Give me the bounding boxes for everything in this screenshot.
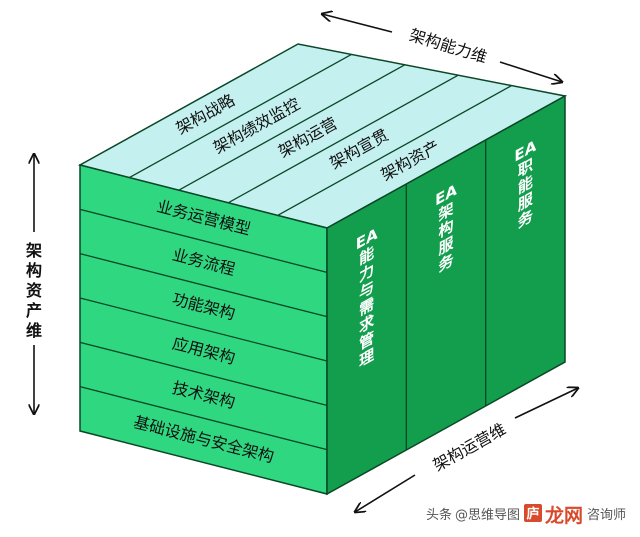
front-divider [79, 297, 328, 362]
watermark: 头条 @思维导图 庐 龙网 咨询师 [426, 504, 626, 527]
front-divider [79, 253, 328, 318]
watermark-brand: 龙网 [545, 504, 583, 527]
watermark-logo-badge [524, 504, 542, 522]
watermark-logo-text: 庐 [526, 506, 539, 522]
capability-arrow-right [499, 61, 562, 82]
side-labels: EA能力与需求管理 EA架构服务 EA职能服务 [356, 136, 537, 373]
front-divider [79, 386, 328, 451]
top-divider [277, 85, 512, 216]
side-dividers [405, 140, 487, 450]
watermark-suffix: 咨询师 [587, 508, 626, 523]
watermark-prefix: 头条 [426, 507, 452, 523]
side-face: EA能力与需求管理 EA架构服务 EA职能服务 [326, 94, 566, 496]
top-dividers [129, 53, 512, 216]
capability-axis-label: 架构能力维 [407, 25, 489, 67]
watermark-handle: @思维导图 [455, 508, 520, 523]
top-divider [129, 53, 352, 179]
front-dividers [79, 208, 328, 451]
side-column-label: EA架构服务 [435, 180, 457, 278]
side-column-label: EA职能服务 [514, 136, 536, 234]
operation-arrow-up [514, 388, 578, 419]
asset-axis-label: 架构资产维 [25, 241, 42, 340]
capability-arrow-left [322, 14, 393, 33]
top-divider [227, 74, 459, 204]
top-divider [178, 64, 406, 191]
asset-axis: 架构资产维 [25, 154, 42, 414]
front-divider [79, 341, 328, 406]
operation-arrow-down [355, 474, 416, 512]
front-divider [79, 208, 328, 273]
side-column-label: EA能力与需求管理 [356, 224, 378, 373]
